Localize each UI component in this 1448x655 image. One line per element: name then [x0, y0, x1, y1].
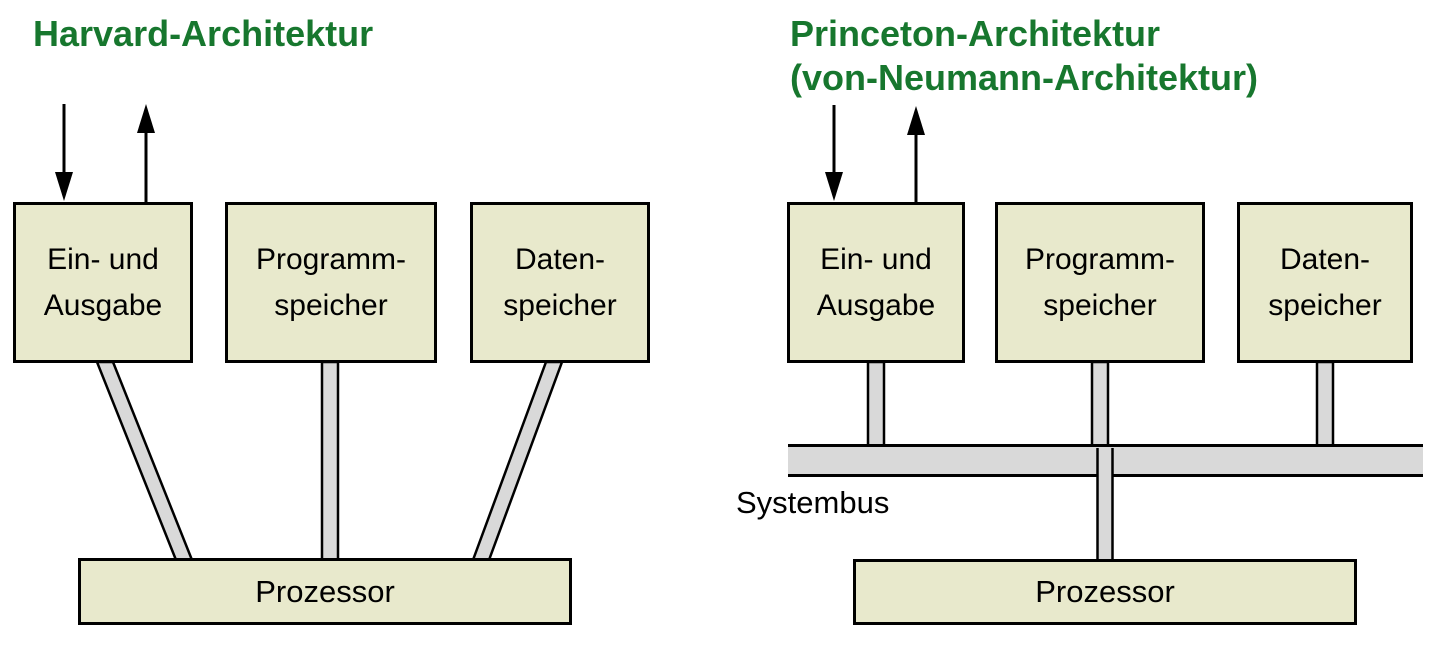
harvard-data-memory-label-line2: speicher [503, 288, 617, 322]
harvard-processor-box: Prozessor [78, 558, 572, 625]
princeton-program-memory-label-line1: Programm- [1024, 242, 1175, 276]
princeton-title: Princeton-Architektur (von-Neumann-Archi… [790, 12, 1258, 100]
harvard-output-arrow-up-icon [137, 104, 155, 202]
princeton-program-bus-connector [1090, 360, 1110, 448]
princeton-data-memory-label-line2: speicher [1268, 288, 1382, 322]
princeton-io-bus-connector [866, 360, 886, 448]
princeton-output-arrow-up-icon [907, 106, 925, 202]
princeton-io-box-label-line2: Ausgabe [816, 288, 936, 322]
princeton-title-line1: Princeton-Architektur [790, 13, 1161, 54]
harvard-data-memory-box: Daten- speicher [470, 202, 650, 363]
princeton-program-memory-box: Programm- speicher [995, 202, 1205, 363]
harvard-io-processor-connector [95, 360, 194, 562]
princeton-input-arrow-down-icon [825, 105, 843, 201]
princeton-data-bus-connector [1315, 360, 1335, 448]
harvard-program-memory-label-line2: speicher [274, 288, 388, 322]
harvard-input-arrow-down-icon [55, 104, 73, 201]
harvard-io-box-label-line1: Ein- und [47, 242, 159, 276]
princeton-io-box-label-line1: Ein- und [820, 242, 932, 276]
systembus-label: Systembus [736, 485, 890, 520]
harvard-program-processor-connector [320, 360, 340, 562]
harvard-program-memory-box: Programm- speicher [225, 202, 437, 363]
harvard-io-box-label-line2: Ausgabe [43, 288, 163, 322]
princeton-io-box: Ein- und Ausgabe [787, 202, 965, 363]
princeton-processor-box: Prozessor [853, 559, 1357, 625]
harvard-title: Harvard-Architektur [33, 13, 374, 54]
princeton-data-memory-label-line1: Daten- [1279, 242, 1371, 276]
harvard-data-processor-connector [471, 360, 564, 562]
harvard-data-memory-label-line1: Daten- [514, 242, 606, 276]
harvard-io-box: Ein- und Ausgabe [13, 202, 193, 363]
princeton-program-memory-label-line2: speicher [1043, 288, 1157, 322]
harvard-processor-label: Prozessor [255, 573, 395, 609]
princeton-bus-processor-connector [1097, 448, 1113, 560]
harvard-program-memory-label-line1: Programm- [255, 242, 406, 276]
princeton-processor-label: Prozessor [1035, 574, 1175, 609]
princeton-title-line2: (von-Neumann-Architektur) [790, 57, 1259, 98]
princeton-data-memory-box: Daten- speicher [1237, 202, 1413, 363]
